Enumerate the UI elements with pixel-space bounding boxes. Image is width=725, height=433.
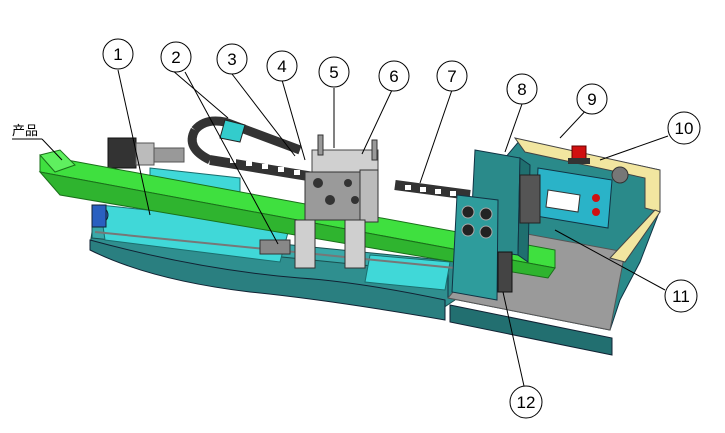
- drag-chain: [187, 116, 471, 200]
- svg-text:5: 5: [329, 63, 338, 82]
- callout-4: 4: [266, 50, 298, 82]
- callout-9: 9: [576, 83, 608, 115]
- motor-assembly: [91, 137, 185, 228]
- svg-text:6: 6: [389, 67, 398, 86]
- svg-text:9: 9: [587, 90, 596, 109]
- callout-10: 10: [667, 111, 701, 145]
- control-tower: [451, 149, 531, 301]
- callout-3: 3: [216, 43, 248, 75]
- gantry-cylinders: [259, 134, 379, 269]
- callout-1: 1: [102, 38, 134, 70]
- svg-text:1: 1: [113, 45, 122, 64]
- svg-text:12: 12: [517, 393, 536, 412]
- callouts: 1 2 3 4 5 6 7 8 9 10 11 12: [102, 38, 701, 419]
- svg-text:11: 11: [672, 287, 690, 306]
- callout-2: 2: [160, 41, 192, 73]
- callout-8: 8: [506, 73, 538, 105]
- svg-text:4: 4: [277, 57, 286, 76]
- svg-text:10: 10: [675, 119, 694, 138]
- leader-lines: [12, 69, 669, 387]
- callout-6: 6: [378, 60, 410, 92]
- svg-text:3: 3: [227, 50, 236, 69]
- svg-text:7: 7: [447, 67, 456, 86]
- svg-text:2: 2: [171, 48, 180, 67]
- callout-12: 12: [509, 385, 543, 419]
- control-panel: [519, 145, 629, 229]
- callout-11: 11: [664, 279, 698, 313]
- callout-5: 5: [318, 56, 350, 88]
- svg-text:8: 8: [517, 80, 526, 99]
- callout-7: 7: [436, 60, 468, 92]
- product-label: 产品: [12, 124, 38, 139]
